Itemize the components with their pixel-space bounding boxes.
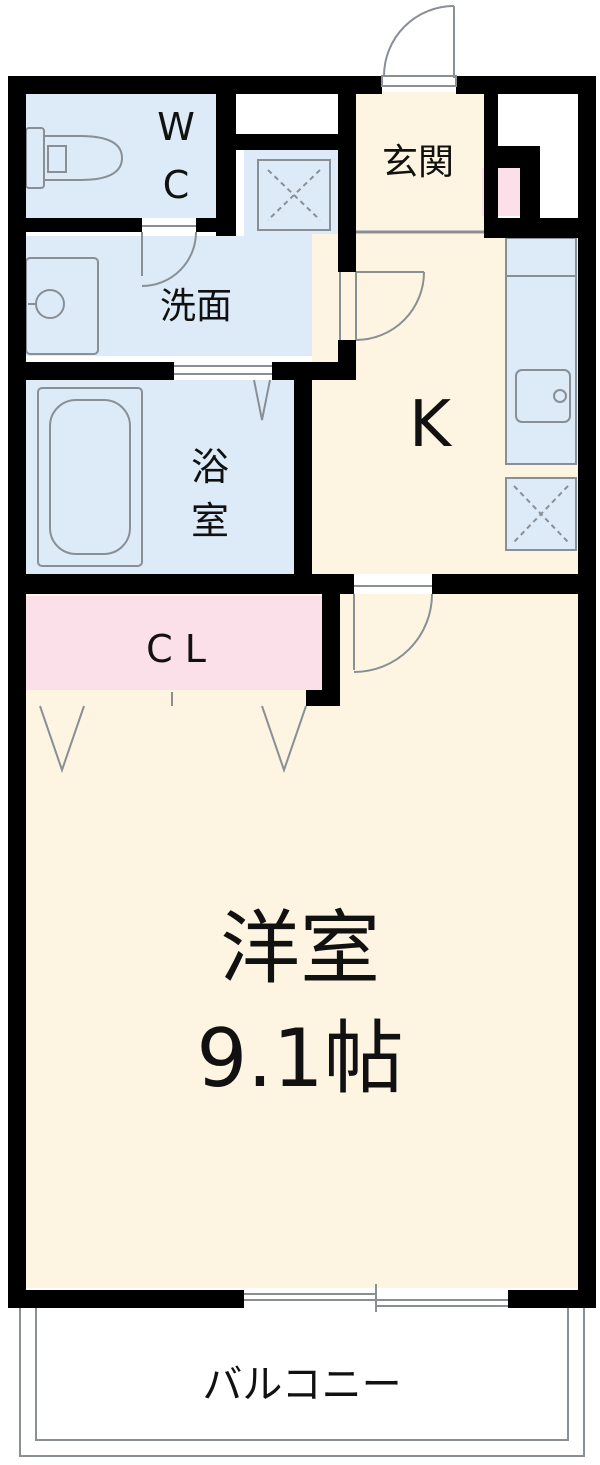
counter-fill xyxy=(506,238,576,464)
senmen-fill xyxy=(24,236,340,356)
doors xyxy=(39,5,508,1312)
kitchen-label: K xyxy=(409,388,453,462)
outer-wall-bottom-right xyxy=(508,1290,596,1308)
genkan-notch-bottom xyxy=(484,218,578,238)
outer-wall-left xyxy=(8,76,26,1308)
bath-door-icon xyxy=(174,365,272,421)
outer-wall-top-left xyxy=(8,76,382,94)
walls xyxy=(8,76,596,1308)
wc-label-c: C xyxy=(163,163,190,207)
mid-wall-right xyxy=(432,574,596,594)
labels: W C 玄関 洗面 K 浴 室 C L 洋室 9.1帖 バルコニー xyxy=(146,105,454,1408)
closet-bottom-stub xyxy=(306,690,340,706)
wc-bottom-wall-right xyxy=(196,218,236,232)
closet-door-icon xyxy=(39,692,307,774)
sliding-window-icon xyxy=(244,1284,508,1312)
bath-label-2: 室 xyxy=(191,499,229,543)
fridge-space-icon xyxy=(505,477,577,551)
outer-wall-right xyxy=(578,76,596,1308)
wc-right-wall xyxy=(216,92,236,236)
shower-box-fill xyxy=(244,150,340,236)
outer-wall-top-right xyxy=(456,76,592,94)
closet-label: C L xyxy=(146,627,206,671)
fixtures xyxy=(25,127,577,567)
genkan-notch-side xyxy=(520,146,540,238)
genkan-fill xyxy=(356,92,484,232)
room-door-icon xyxy=(353,578,433,673)
closet-fill-top xyxy=(24,596,322,690)
room-fills xyxy=(24,92,580,1288)
wc-bottom-wall xyxy=(24,218,142,232)
balcony-outline xyxy=(19,1308,585,1457)
bath-fill xyxy=(24,380,294,574)
bath-label-1: 浴 xyxy=(191,445,229,489)
senmen-bottom-wall-right xyxy=(272,362,356,380)
wc-label-w: W xyxy=(157,105,195,149)
outer-wall-bottom-left xyxy=(8,1290,244,1308)
bathtub-icon xyxy=(37,387,143,567)
balcony-label: バルコニー xyxy=(202,1362,401,1408)
storage-box-bottom xyxy=(236,134,352,150)
genkan-label: 玄関 xyxy=(382,142,454,183)
western-room-fill xyxy=(24,594,580,1288)
western-room-label: 洋室 xyxy=(220,902,380,995)
wc-door-icon xyxy=(141,225,197,287)
entrance-door-icon xyxy=(381,5,457,87)
bath-right-wall xyxy=(294,362,312,594)
mid-wall xyxy=(8,574,354,594)
senmen-door-icon xyxy=(339,271,425,341)
washer-pan-icon xyxy=(257,159,331,231)
wc-fill xyxy=(24,92,216,218)
closet-right-wall xyxy=(322,594,340,706)
core-wall xyxy=(338,92,356,272)
western-room-size: 9.1帖 xyxy=(196,1012,403,1105)
senmen-bottom-wall xyxy=(24,362,174,380)
senmen-label: 洗面 xyxy=(160,286,232,327)
